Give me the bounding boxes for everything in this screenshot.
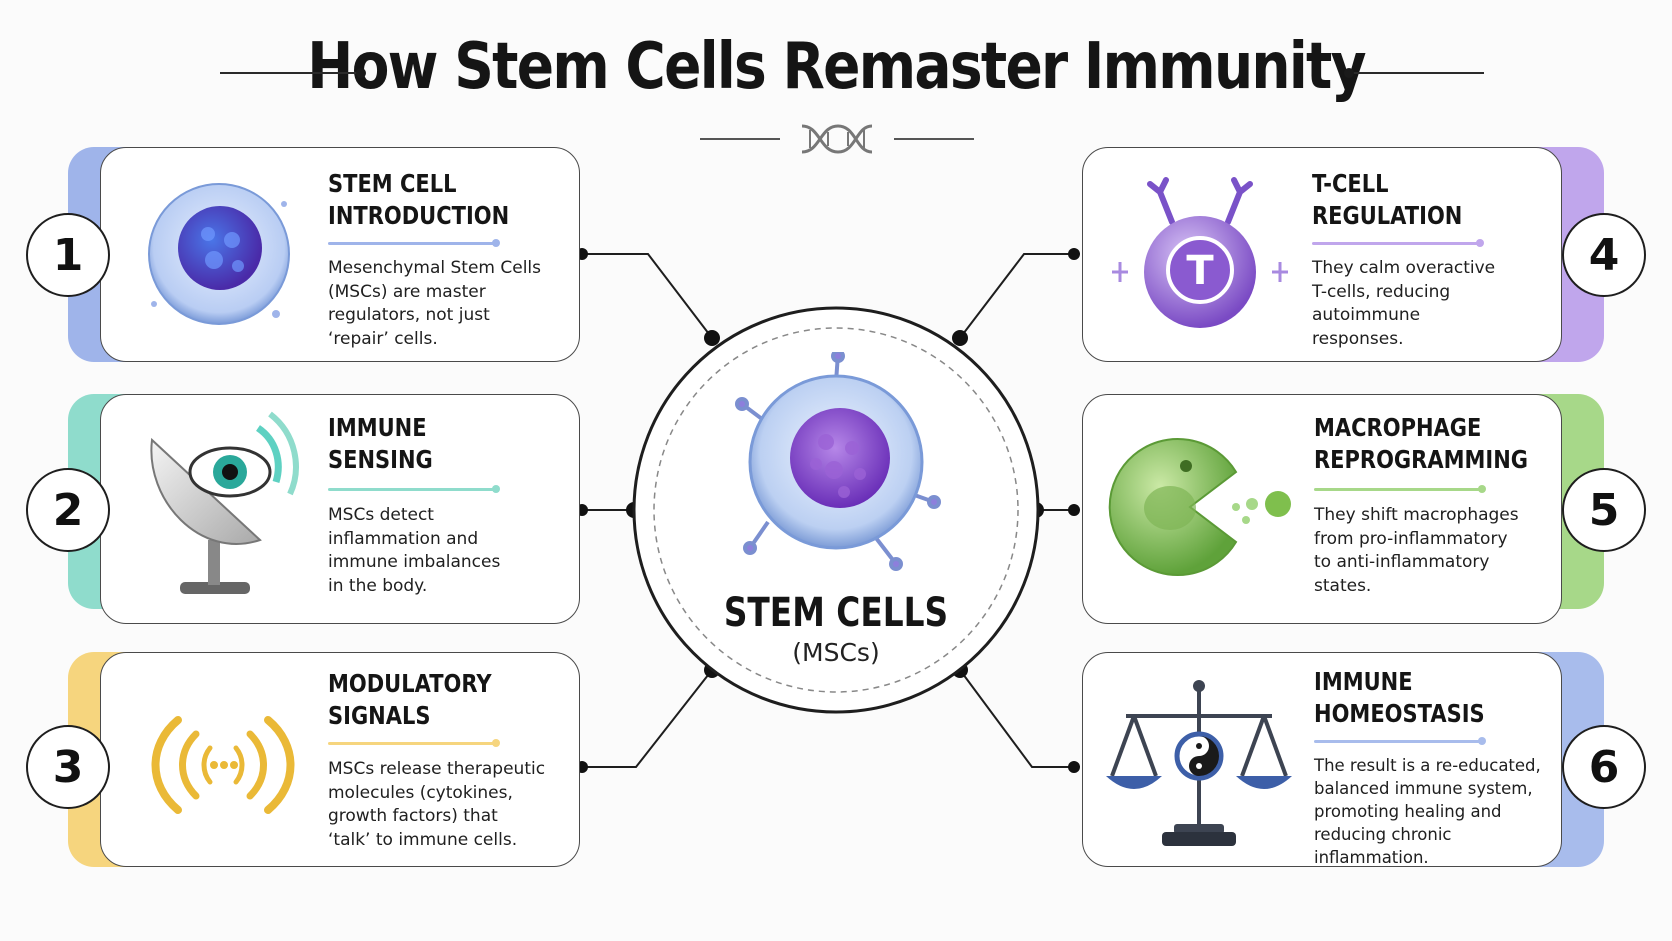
card-5-rule [1314, 488, 1482, 491]
card-3-rule-dot [492, 739, 500, 747]
card-5-title-line-1: MACROPHAGE [1314, 413, 1482, 442]
center-title: STEM CELLS [723, 590, 949, 636]
card-5-rule-dot [1478, 485, 1486, 493]
card-6-title-line-2: HOMEOSTASIS [1314, 699, 1485, 728]
title-rule-left [220, 72, 360, 74]
card-5-title-line-2: REPROGRAMMING [1314, 445, 1529, 474]
card-6-title-line-1: IMMUNE [1314, 667, 1413, 696]
card-6-rule [1314, 740, 1482, 743]
satellite-eye-icon [150, 411, 299, 594]
title-dot-left [356, 68, 366, 78]
balance-scale-icon [1106, 680, 1292, 846]
t-cell-icon: T [1112, 177, 1288, 328]
card-1-rule-dot [492, 239, 500, 247]
step-badge-5: 5 [1562, 468, 1646, 552]
step-badge-6: 6 [1562, 725, 1646, 809]
svg-text:T: T [1186, 248, 1214, 294]
card-4-rule [1312, 242, 1480, 245]
card-2-description: MSCs detect inflammation and immune imba… [328, 505, 501, 596]
card-1-title-line-2: INTRODUCTION [328, 201, 510, 230]
step-badge-1: 1 [26, 213, 110, 297]
card-1-rule [328, 242, 496, 245]
card-6-description: The result is a re-educated, balanced im… [1314, 756, 1541, 867]
card-4-title-line-1: T-CELL [1312, 169, 1389, 198]
card-4-rule-dot [1476, 239, 1484, 247]
card-3-title-line-2: SIGNALS [328, 701, 431, 730]
card-1-title-line-1: STEM CELL [328, 169, 457, 198]
card-6-rule-dot [1478, 737, 1486, 745]
center-stem-cell-icon [735, 352, 941, 571]
card-2-rule [328, 488, 496, 491]
card-5-description: They shift macrophages from pro-inflamma… [1314, 505, 1519, 596]
card-1-description: Mesenchymal Stem Cells (MSCs) are master… [328, 258, 542, 349]
step-badge-2: 2 [26, 468, 110, 552]
page-title: How Stem Cells Remaster Immunity [307, 30, 1366, 104]
stem-cell-icon [148, 183, 290, 325]
divider-left [700, 138, 780, 140]
card-2-rule-dot [492, 485, 500, 493]
card-3-rule [328, 742, 496, 745]
title-rule-right [1348, 72, 1484, 74]
card-4-title-line-2: REGULATION [1312, 201, 1463, 230]
macrophage-icon [1108, 438, 1291, 576]
signal-waves-icon [151, 716, 295, 814]
card-4-description: They calm overactive T-cells, reducing a… [1312, 258, 1496, 349]
step-badge-4: 4 [1562, 213, 1646, 297]
divider-right [894, 138, 974, 140]
card-6-panel [1082, 652, 1562, 867]
step-badge-3: 3 [26, 725, 110, 809]
card-2-title-line-2: SENSING [328, 445, 433, 474]
dna-icon [801, 124, 873, 154]
title-dot-right [1344, 68, 1354, 78]
card-3-description: MSCs release therapeutic molecules (cyto… [328, 759, 546, 850]
card-2-title-line-1: IMMUNE [328, 413, 427, 442]
card-3-title-line-1: MODULATORY [328, 669, 492, 698]
center-subtitle: (MSCs) [792, 638, 880, 667]
